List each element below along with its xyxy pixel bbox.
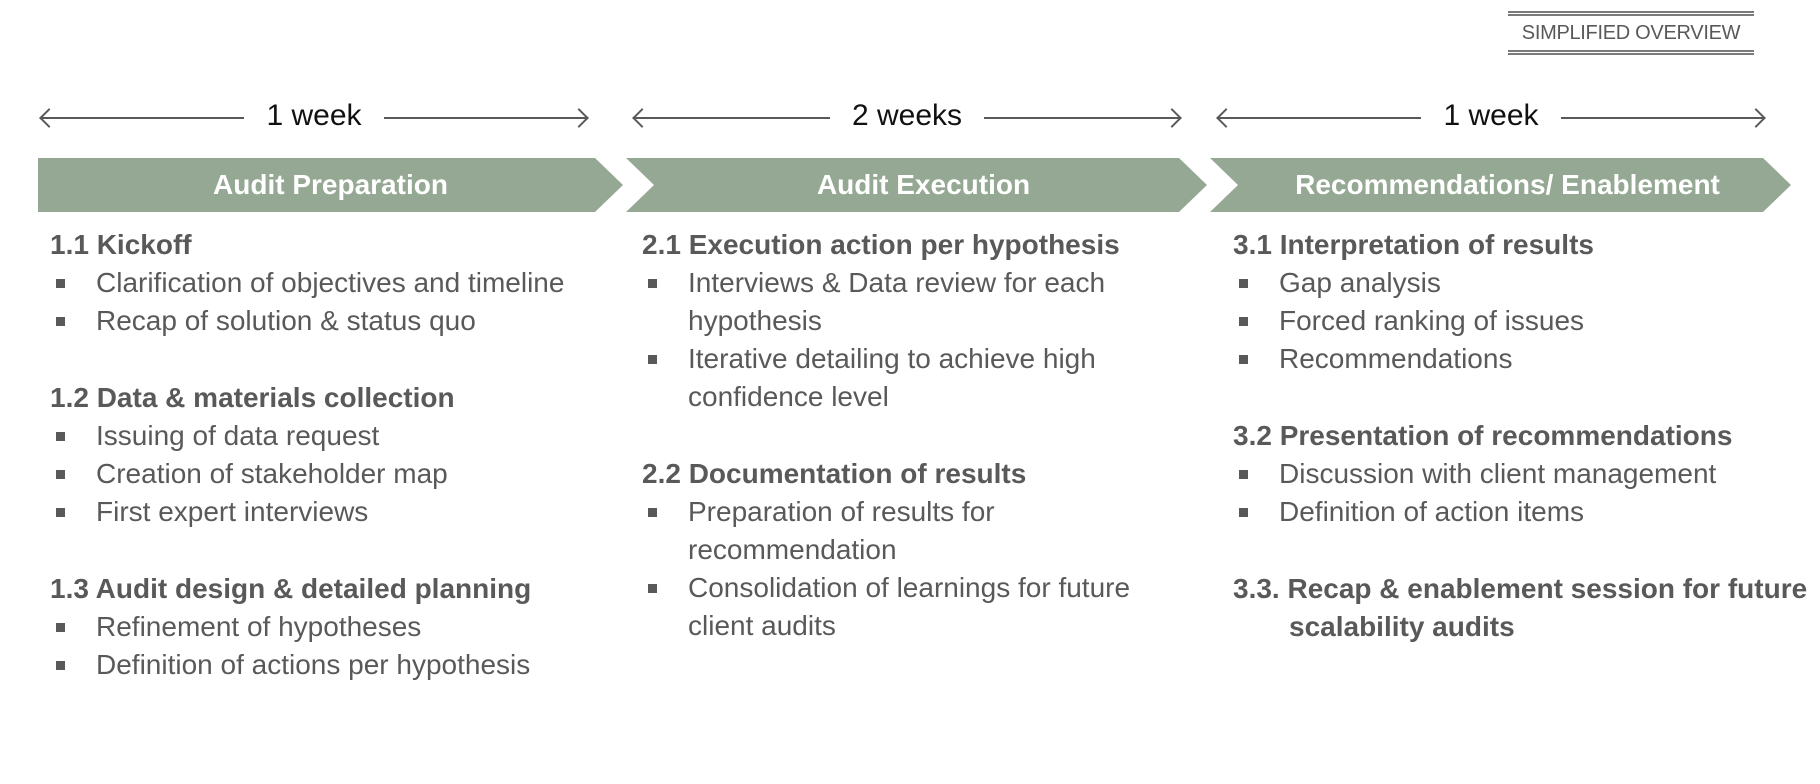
section-title: 3.1 Interpretation of results xyxy=(1233,229,1594,260)
square-bullet-icon xyxy=(1239,279,1248,288)
list-item-text: Interviews & Data review for each hypoth… xyxy=(688,267,1106,336)
list-item: Recommendations xyxy=(1233,340,1808,378)
list-item-text: Discussion with client management xyxy=(1279,458,1717,489)
list-item-text: Iterative detailing to achieve high conf… xyxy=(688,343,1096,412)
list-item: Definition of actions per hypothesis xyxy=(50,646,620,684)
list-item-text: Recommendations xyxy=(1279,343,1513,374)
square-bullet-icon xyxy=(56,470,65,479)
list-item-text: Clarification of objectives and timeline xyxy=(96,267,565,298)
section-documentation-of-results: 2.2 Documentation of results Preparation… xyxy=(642,455,1202,645)
list-item: Issuing of data request xyxy=(50,417,620,455)
square-bullet-icon xyxy=(648,355,657,364)
section-presentation-of-recommendations: 3.2 Presentation of recommendations Disc… xyxy=(1233,417,1808,531)
list-item: Discussion with client management xyxy=(1233,455,1808,493)
section-data-materials-collection: 1.2 Data & materials collection Issuing … xyxy=(50,379,620,531)
square-bullet-icon xyxy=(56,508,65,517)
bullet-list: Interviews & Data review for each hypoth… xyxy=(642,264,1202,416)
phase-1-details: 1.1 Kickoff Clarification of objectives … xyxy=(50,226,620,723)
list-item-text: Creation of stakeholder map xyxy=(96,458,448,489)
list-item-text: Recap of solution & status quo xyxy=(96,305,476,336)
section-interpretation-of-results: 3.1 Interpretation of results Gap analys… xyxy=(1233,226,1808,378)
duration-arrow-phase-3: 1 week xyxy=(1215,96,1767,140)
list-item: Definition of action items xyxy=(1233,493,1808,531)
bullet-list: Refinement of hypotheses Definition of a… xyxy=(50,608,620,684)
list-item: Recap of solution & status quo xyxy=(50,302,620,340)
list-item-text: Definition of action items xyxy=(1279,496,1585,527)
duration-arrow-phase-2: 2 weeks xyxy=(631,96,1183,140)
list-item: Iterative detailing to achieve high conf… xyxy=(642,340,1202,416)
list-item-text: Refinement of hypotheses xyxy=(96,611,422,642)
square-bullet-icon xyxy=(648,508,657,517)
bullet-list: Discussion with client management Defini… xyxy=(1233,455,1808,531)
phase-2-details: 2.1 Execution action per hypothesis Inte… xyxy=(642,226,1202,684)
list-item: Creation of stakeholder map xyxy=(50,455,620,493)
section-audit-design-planning: 1.3 Audit design & detailed planning Ref… xyxy=(50,570,620,684)
square-bullet-icon xyxy=(56,661,65,670)
square-bullet-icon xyxy=(1239,317,1248,326)
bullet-list: Issuing of data request Creation of stak… xyxy=(50,417,620,531)
duration-arrow-phase-1: 1 week xyxy=(38,96,590,140)
duration-label: 1 week xyxy=(244,99,384,132)
phase-title: Audit Execution xyxy=(816,169,1031,200)
phase-3-details: 3.1 Interpretation of results Gap analys… xyxy=(1233,226,1808,685)
square-bullet-icon xyxy=(56,623,65,632)
list-item: Consolidation of learnings for future cl… xyxy=(642,569,1202,645)
list-item: First expert interviews xyxy=(50,493,620,531)
list-item: Clarification of objectives and timeline xyxy=(50,264,620,302)
list-item: Refinement of hypotheses xyxy=(50,608,620,646)
section-title: 3.2 Presentation of recommendations xyxy=(1233,420,1733,451)
section-title: 3.3. Recap & enablement session for futu… xyxy=(1233,573,1808,642)
list-item-text: Preparation of results for recommendatio… xyxy=(688,496,995,565)
section-title: 1.2 Data & materials collection xyxy=(50,382,455,413)
list-item: Gap analysis xyxy=(1233,264,1808,302)
square-bullet-icon xyxy=(56,432,65,441)
list-item-text: Consolidation of learnings for future cl… xyxy=(688,572,1131,641)
list-item: Preparation of results for recommendatio… xyxy=(642,493,1202,569)
phase-chevron-recommendations-enablement: Recommendations/ Enablement xyxy=(1210,158,1791,212)
list-item: Forced ranking of issues xyxy=(1233,302,1808,340)
list-item-text: Definition of actions per hypothesis xyxy=(96,649,531,680)
square-bullet-icon xyxy=(1239,355,1248,364)
list-item-text: Forced ranking of issues xyxy=(1279,305,1585,336)
square-bullet-icon xyxy=(1239,508,1248,517)
section-execution-action: 2.1 Execution action per hypothesis Inte… xyxy=(642,226,1202,416)
square-bullet-icon xyxy=(648,584,657,593)
bullet-list: Clarification of objectives and timeline… xyxy=(50,264,620,340)
square-bullet-icon xyxy=(56,317,65,326)
list-item-text: Issuing of data request xyxy=(96,420,380,451)
bullet-list: Preparation of results for recommendatio… xyxy=(642,493,1202,645)
phase-title: Audit Preparation xyxy=(213,169,448,200)
square-bullet-icon xyxy=(56,279,65,288)
section-kickoff: 1.1 Kickoff Clarification of objectives … xyxy=(50,226,620,340)
section-title: 1.3 Audit design & detailed planning xyxy=(50,573,532,604)
list-item-text: Gap analysis xyxy=(1279,267,1441,298)
list-item-text: First expert interviews xyxy=(96,496,369,527)
square-bullet-icon xyxy=(648,279,657,288)
list-item: Interviews & Data review for each hypoth… xyxy=(642,264,1202,340)
section-title: 2.2 Documentation of results xyxy=(642,458,1027,489)
section-title: 1.1 Kickoff xyxy=(50,229,192,260)
phase-title: Recommendations/ Enablement xyxy=(1295,169,1720,200)
bullet-list: Gap analysis Forced ranking of issues Re… xyxy=(1233,264,1808,378)
square-bullet-icon xyxy=(1239,470,1248,479)
phase-chevron-audit-preparation: Audit Preparation xyxy=(38,158,623,212)
section-recap-enablement: 3.3. Recap & enablement session for futu… xyxy=(1233,570,1808,646)
duration-label: 1 week xyxy=(1421,99,1561,132)
phase-chevron-audit-execution: Audit Execution xyxy=(626,158,1207,212)
duration-label: 2 weeks xyxy=(829,99,985,132)
section-title: 2.1 Execution action per hypothesis xyxy=(642,229,1120,260)
simplified-overview-badge: SIMPLIFIED OVERVIEW xyxy=(1508,11,1754,55)
